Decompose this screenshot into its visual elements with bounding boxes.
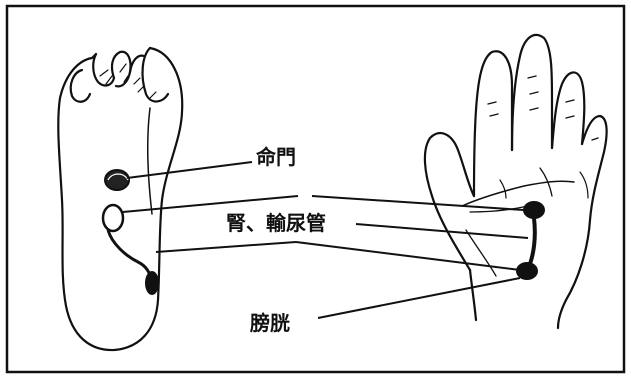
- kidney-foot-leader: [122, 195, 299, 213]
- hand-kidney-point: [523, 201, 545, 219]
- foot-ureter-line: [106, 229, 154, 283]
- bladder-hand-link: [295, 241, 521, 271]
- kidney-hand-leader: [311, 195, 525, 211]
- hand-ureter-line: [528, 217, 537, 265]
- connector-lines: [122, 161, 529, 319]
- foot-points: [101, 169, 159, 295]
- bladder-foot-leader: [155, 241, 297, 253]
- foot-bladder-point: [145, 271, 159, 295]
- frame-border: [5, 4, 626, 374]
- foot-kidney-point: [101, 203, 125, 233]
- hand-points: [516, 201, 545, 280]
- hand-palm: [423, 33, 608, 330]
- ureter-label-leader: [355, 223, 529, 239]
- label-kidney-ureter: 腎、輸尿管: [226, 211, 326, 235]
- bladder-label-leader: [317, 277, 521, 319]
- hand-bladder-point: [516, 262, 538, 280]
- label-bladder: 膀胱: [249, 311, 290, 335]
- label-mingmen: 命門: [256, 145, 296, 169]
- foot-sole: [57, 46, 184, 352]
- mingmen-leader: [126, 161, 253, 179]
